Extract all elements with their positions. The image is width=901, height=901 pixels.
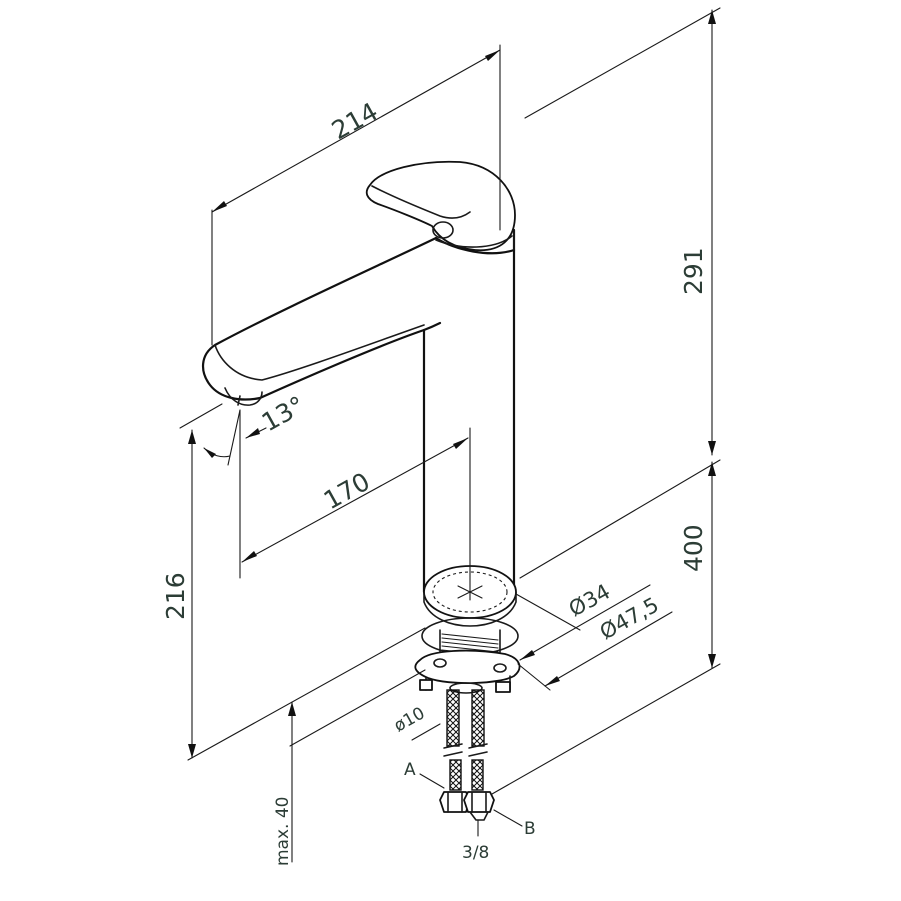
dim-13-angle-label: 13°	[257, 390, 310, 437]
dim-400-label: 400	[679, 524, 708, 572]
supply-hoses	[439, 689, 495, 821]
dim-214-label: 214	[327, 97, 383, 145]
dimension-lines	[179, 7, 721, 863]
connector-b-label: B	[524, 819, 536, 839]
dim-170-label: 170	[319, 467, 375, 515]
faucet-body	[202, 160, 516, 594]
dim-max-40-label: max. 40	[273, 797, 293, 866]
dim-diameter-34-label: Ø34	[565, 579, 614, 621]
hose-right-upper	[471, 689, 485, 747]
hose-diameter-label: ø10	[391, 703, 429, 736]
dim-291-label: 291	[679, 247, 708, 295]
hose-left-lower	[449, 759, 462, 791]
hose-left-upper	[446, 689, 460, 747]
hose-right-lower	[471, 759, 484, 791]
connector-a-label: A	[404, 760, 416, 780]
hex-nut-right	[463, 791, 495, 813]
dim-216-label: 216	[161, 572, 190, 620]
thread-size-label: 3/8	[462, 843, 489, 863]
faucet-base	[414, 565, 521, 694]
